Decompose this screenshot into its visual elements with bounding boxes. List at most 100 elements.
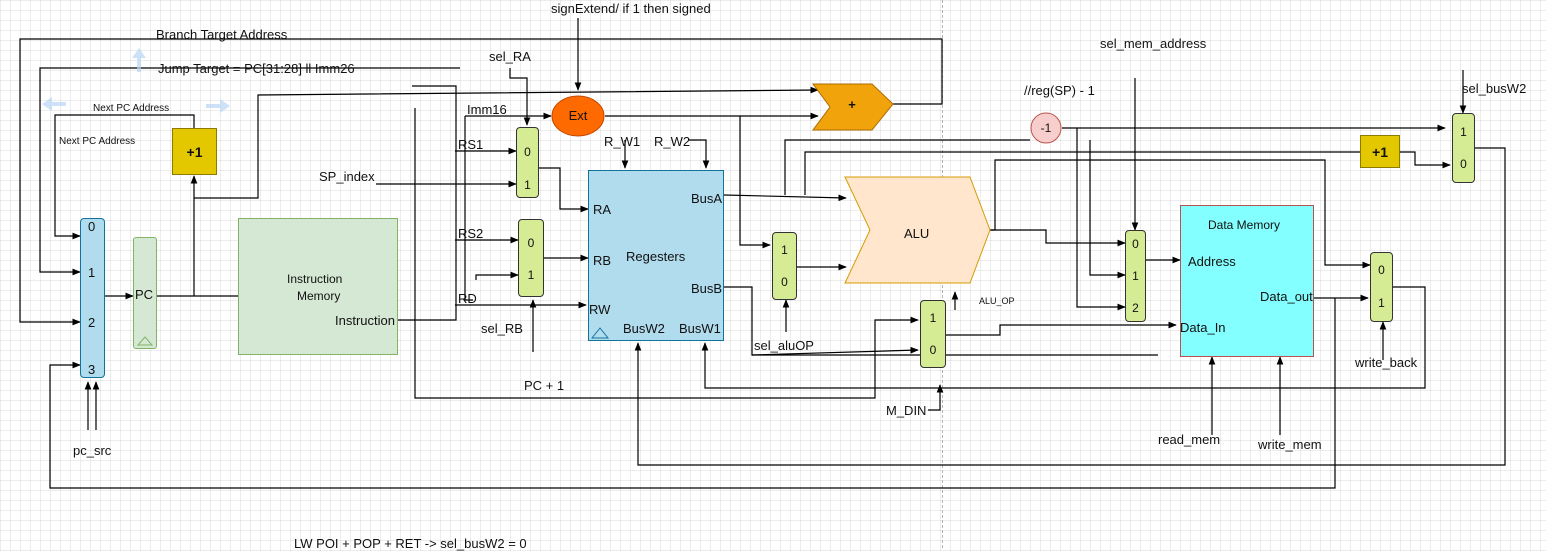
ra-port-label: RA [593, 202, 612, 217]
r-w2-label: R_W2 [654, 134, 691, 149]
alu-shape [844, 176, 991, 284]
wire-instruction [398, 85, 457, 321]
instr-mem-title-2: Memory [297, 289, 341, 303]
alu-b-mux: 1 0 [772, 232, 797, 300]
wire-sel-ra [509, 68, 531, 126]
data-in-mux: 1 0 [920, 300, 946, 368]
alu-op-label: ALU_OP [979, 296, 1015, 306]
wire-instr-fields [464, 116, 473, 301]
wire-bottom-loop [49, 298, 1336, 489]
wire-data-in [946, 321, 1177, 336]
instr-mem-title-1: Instruction [287, 272, 343, 286]
address-mux: 0 1 2 [1125, 230, 1146, 322]
registers-title: Regesters [626, 249, 686, 264]
ext-shape [551, 95, 605, 137]
ext-label: Ext [568, 108, 588, 123]
ra-mux-in-1: 1 [524, 178, 531, 192]
pc-mux-in-1: 1 [88, 265, 96, 280]
next-pc-label-1: Next PC Address [93, 103, 170, 114]
wire-busb [724, 286, 1158, 356]
reg-sp-label: //reg(SP) - 1 [1024, 83, 1095, 98]
r-w1-label: R_W1 [604, 134, 641, 149]
sp-index-label: SP_index [319, 169, 375, 184]
register-file: Regesters RA RB RW BusA BusB BusW2 BusW1 [588, 170, 724, 341]
rb-mux-in-1: 1 [527, 268, 535, 282]
wire-busa-up [784, 139, 1030, 195]
data-memory: Data Memory Address Data_out Data_In [1180, 205, 1314, 357]
pc-src-label: pc_src [73, 443, 112, 458]
bottom-note: LW POI + POP + RET -> sel_busW2 = 0 [294, 536, 527, 551]
wire-busa [723, 194, 847, 202]
ra-select-mux: 0 1 [516, 127, 539, 198]
busw2-port-label: BusW2 [623, 321, 665, 336]
address-port-label: Address [1188, 254, 1236, 269]
wb-mux-in-1: 1 [1378, 296, 1385, 310]
instruction-port-label: Instruction [335, 313, 395, 328]
next-pc-label-2: Next PC Address [59, 136, 136, 147]
sel-rb-label: sel_RB [481, 321, 523, 336]
alu-b-mux-in-0: 0 [781, 275, 788, 289]
rb-mux-in-0: 0 [527, 236, 535, 250]
write-back-mux: 0 1 [1370, 252, 1393, 322]
addr-mux-in-0: 0 [1132, 237, 1139, 251]
wire-ra [539, 167, 589, 213]
wire-rw2 [688, 139, 710, 169]
pc-mux-in-2: 2 [88, 315, 96, 330]
clock-triangle-icon [591, 327, 609, 339]
wire-m-din [928, 384, 944, 411]
m-din-label: M_DIN [886, 403, 927, 418]
dec-label: -1 [1040, 121, 1052, 135]
wire-busb-din [751, 346, 919, 356]
wire-next-pc [54, 114, 195, 240]
pc-mux-in-0: 0 [88, 219, 96, 234]
adder-shape [812, 83, 894, 131]
pc-increment-block: +1 [172, 128, 217, 175]
busw2-mux-in-1: 1 [1460, 125, 1467, 139]
wire-nextpc-to-adder [194, 86, 819, 199]
alu-label: ALU [904, 226, 930, 241]
wire-sp-to-addr [1089, 140, 1126, 279]
wire-busa-up2 [804, 151, 1368, 195]
busw1-port-label: BusW1 [679, 321, 721, 336]
read-mem-label: read_mem [1158, 432, 1221, 447]
wire-alu-to-wb [990, 159, 1371, 269]
wire-jump-target [39, 67, 460, 276]
ra-mux-in-0: 0 [524, 145, 531, 159]
imm16-label: Imm16 [467, 102, 507, 117]
sign-extend-label: signExtend/ if 1 then signed [551, 1, 711, 16]
din-mux-in-1: 1 [929, 311, 937, 325]
sel-aluop-label: sel_aluOP [754, 338, 814, 353]
data-in-port-label: Data_In [1180, 320, 1226, 335]
pc-plus-1-label: PC + 1 [524, 378, 565, 393]
wire-branch-target [19, 38, 943, 326]
write-mem-label: write_mem [1258, 437, 1322, 452]
dec-shape [1030, 112, 1062, 144]
alu-b-mux-in-1: 1 [781, 243, 788, 257]
busw2-mux: 1 0 [1452, 113, 1475, 183]
wire-busw2 [634, 147, 1506, 466]
busw2-mux-in-0: 0 [1460, 157, 1467, 171]
decoration-arrows [42, 48, 230, 113]
rd-label: RD [458, 291, 477, 306]
data-memory-title: Data Memory [1208, 218, 1281, 232]
rw-port-label: RW [589, 302, 611, 317]
rs1-label: RS1 [458, 137, 484, 152]
wire-alu-out [990, 229, 1126, 247]
wire-rd-mux [475, 271, 519, 280]
sel-busw2-label: sel_busW2 [1462, 81, 1527, 96]
rs2-label: RS2 [458, 226, 484, 241]
addr-mux-in-1: 1 [1132, 269, 1139, 283]
sel-ra-label: sel_RA [489, 49, 531, 64]
busb-port-label: BusB [691, 281, 723, 296]
instruction-memory: Instruction Memory Instruction [238, 218, 398, 355]
jump-target-label: Jump Target = PC[31:28] ll Imm26 [158, 61, 355, 76]
pc-label: PC [135, 287, 154, 302]
clock-triangle-icon [137, 336, 153, 346]
data-out-port-label: Data_out [1260, 289, 1313, 304]
wire-dec-to-addr [1076, 128, 1126, 311]
wire-inc-to-mux [1400, 151, 1451, 169]
pc-source-mux: 0 1 2 3 [80, 218, 105, 378]
write-back-label: write_back [1355, 355, 1418, 370]
wire-wb-out [701, 286, 1426, 389]
